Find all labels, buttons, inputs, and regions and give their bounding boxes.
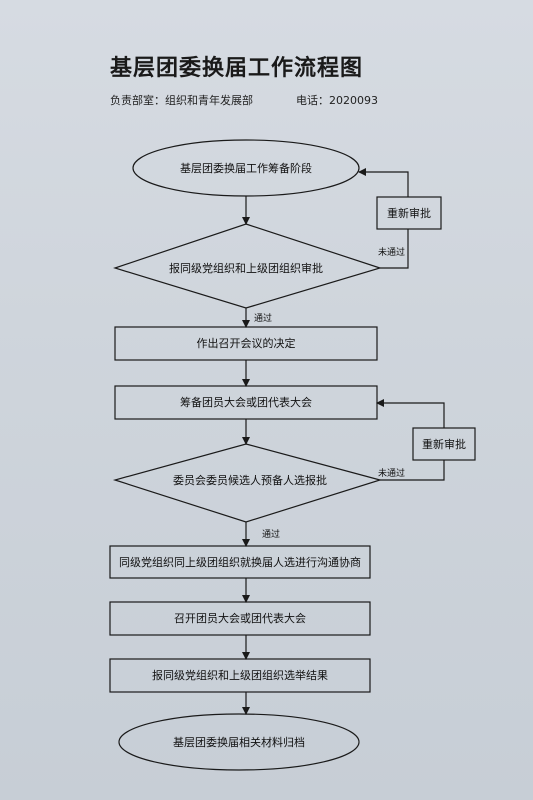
report-box: [109, 658, 371, 693]
communicate-box: [109, 545, 371, 579]
fail2-label: 未通过: [378, 469, 406, 479]
page-title: 基层团委换届工作流程图: [110, 55, 364, 81]
pass1-label: 通过: [254, 314, 273, 324]
archive-label: 基层团委换届相关材料归档: [173, 736, 305, 749]
reapprove1-label: 重新审批: [387, 207, 431, 220]
report-label: 报同级党组织和上级团组织选举结果: [152, 669, 328, 682]
phone-label: 电话：2020093: [296, 94, 378, 107]
reapprove2-label: 重新审批: [422, 438, 466, 451]
archive-ellipse: [118, 713, 360, 771]
loop1-return-path: [358, 168, 409, 197]
prepare-label: 筹备团员大会或团代表大会: [180, 396, 312, 409]
fail1-label: 未通过: [378, 248, 406, 258]
loop2-fail-path: [380, 460, 445, 481]
department-label: 负责部室：组织和青年发展部: [110, 94, 253, 107]
convene-box: [109, 601, 371, 636]
reapprove1-box: [376, 196, 442, 230]
loop1-fail-path: [380, 229, 409, 269]
approve1-label: 报同级党组织和上级团组织审批: [169, 262, 323, 275]
candidates-label: 委员会委员候选人预备人选报批: [173, 474, 327, 487]
loop2-return-path: [376, 399, 445, 428]
pass2-label: 通过: [262, 530, 281, 540]
start-label: 基层团委换届工作筹备阶段: [180, 162, 312, 175]
convene-label: 召开团员大会或团代表大会: [174, 612, 306, 625]
communicate-label: 同级党组织同上级团组织就换届人选进行沟通协商: [119, 556, 361, 569]
decision-label: 作出召开会议的决定: [196, 337, 296, 350]
